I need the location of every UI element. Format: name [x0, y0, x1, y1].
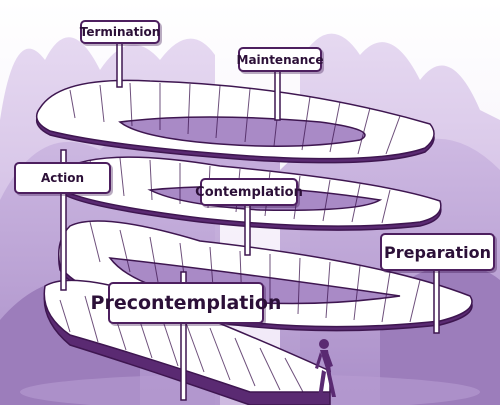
walking-person	[315, 339, 336, 398]
sign-action: Action	[14, 162, 111, 194]
sign-preparation: Preparation	[380, 233, 495, 271]
sign-termination: Termination	[80, 20, 160, 44]
sign-precontemplation: Precontemplation	[91, 282, 281, 324]
sign-maintenance: Maintenance	[237, 47, 324, 72]
sign-contemplation: Contemplation	[195, 178, 303, 206]
